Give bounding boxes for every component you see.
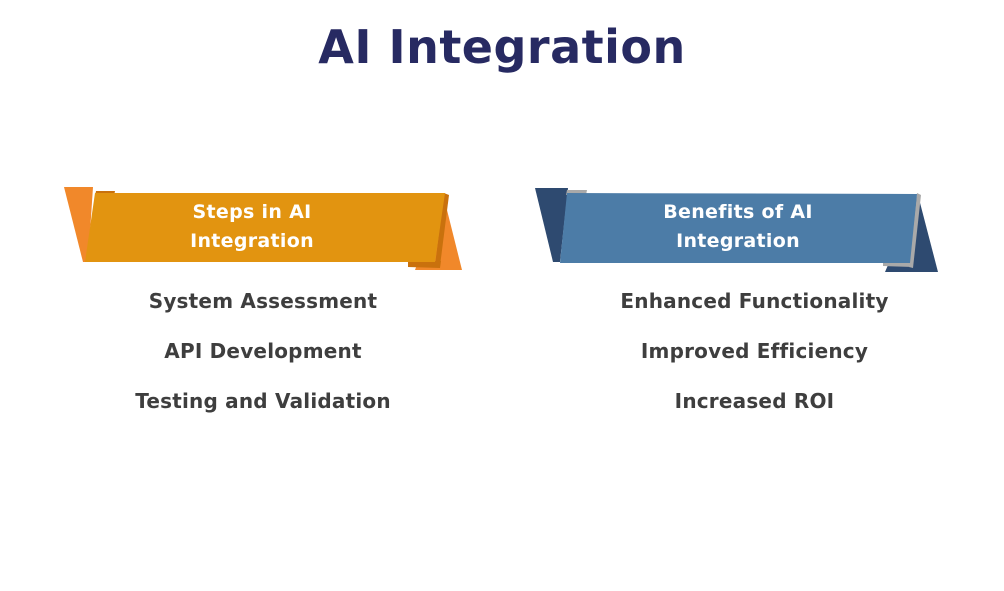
list-item: System Assessment	[148, 289, 378, 313]
ribbon-band-shape	[560, 193, 917, 263]
list-item: API Development	[164, 339, 362, 363]
page-title: AI Integration	[318, 20, 686, 74]
steps-ribbon-label-line2: Integration	[190, 230, 314, 252]
steps-ribbon-graphic	[64, 187, 462, 270]
list-item: Enhanced Functionality	[620, 289, 889, 313]
benefits-list: Enhanced Functionality Improved Efficien…	[553, 283, 956, 433]
benefits-ribbon-label: Benefits of AI Integration	[563, 191, 913, 263]
ribbon-hairline-bottom-shape	[883, 262, 913, 267]
benefits-ribbon-graphic	[535, 188, 938, 272]
ribbon-shadow-right-shape	[435, 193, 449, 266]
ribbon-band-shape	[85, 193, 445, 262]
list-item: Improved Efficiency	[640, 339, 869, 363]
steps-ribbon-label-line1: Steps in AI	[192, 201, 312, 223]
ribbon-fold-left-shape	[64, 187, 93, 262]
benefits-ribbon-label-line1: Benefits of AI	[663, 201, 813, 223]
benefits-ribbon: Benefits of AI Integration	[535, 187, 938, 277]
ribbon-hairline-right-shape	[909, 193, 921, 268]
steps-ribbon-label: Steps in AI Integration	[77, 191, 427, 263]
steps-ribbon: Steps in AI Integration	[63, 187, 463, 277]
list-item: Increased ROI	[674, 389, 835, 413]
steps-list: System Assessment API Development Testin…	[63, 283, 463, 433]
ribbon-fold-left-shape	[535, 188, 568, 262]
benefits-ribbon-label-line2: Integration	[676, 230, 800, 252]
list-item: Testing and Validation	[135, 389, 391, 413]
ribbon-shadow-bottom-shape	[408, 261, 441, 268]
